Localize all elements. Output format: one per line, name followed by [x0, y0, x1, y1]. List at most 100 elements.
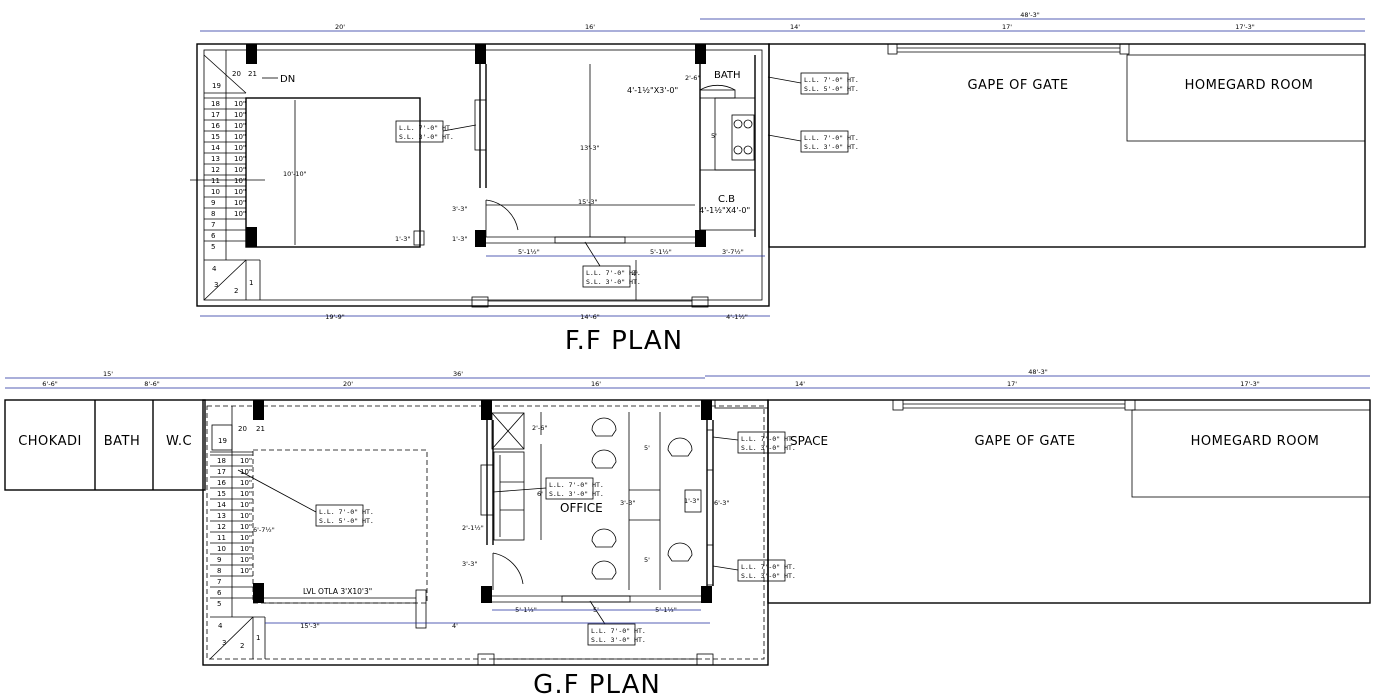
ff-cb-label: C.B — [718, 194, 735, 205]
gf-stair-riser: 10" — [240, 468, 252, 476]
ff-stair-number: 5 — [211, 243, 215, 251]
ff-stair-number: 17 — [211, 111, 220, 119]
gf-stair-riser: 10" — [240, 567, 252, 575]
chair-icon — [591, 560, 617, 580]
svg-text:1'-3": 1'-3" — [452, 235, 467, 243]
gf-stair-riser: 10" — [240, 457, 252, 465]
gf-column — [481, 400, 492, 420]
ff-window-note: L.L. 7'-0" HT. S.L. 3'-0" HT. — [582, 265, 641, 288]
ff-hall-height: 13'-3" — [580, 144, 600, 152]
gf-column — [701, 586, 712, 603]
ff-dim-3-3: 3'-3" — [452, 205, 467, 213]
gf-space-label: SPACE — [790, 434, 828, 448]
svg-text:4': 4' — [632, 270, 638, 278]
ff-window-note: L.L. 7'-0" HT. S.L. 3'-0" HT. — [800, 130, 859, 153]
ff-stair-19: 19 — [212, 82, 221, 90]
gf-stair-number: 4 — [218, 622, 223, 630]
gf-stair-riser: 10" — [240, 523, 252, 531]
ff-stair-20: 20 — [232, 70, 241, 78]
gf-dim-3-3: 3'-3" — [462, 560, 477, 568]
ff-column — [695, 230, 706, 247]
ff-dim-17: 17' — [1002, 23, 1012, 31]
gf-stair-number: 17 — [217, 468, 226, 476]
ff-hall-door — [485, 199, 519, 237]
ff-dim-20: 20' — [335, 23, 345, 31]
gf-stair-21: 21 — [256, 425, 265, 433]
gf-stair-number: 15 — [217, 490, 226, 498]
gf-homegard-room — [1131, 409, 1371, 498]
ff-gape-of-gate-label: GAPE OF GATE — [967, 78, 1068, 93]
svg-text:L.L. 7'-0" HT.: L.L. 7'-0" HT. — [591, 627, 646, 635]
svg-text:L.L. 7'-0" HT.: L.L. 7'-0" HT. — [549, 481, 604, 489]
gf-homegard-room-label: HOMEGARD ROOM — [1191, 434, 1320, 449]
gf-dim-36: 36' — [453, 370, 463, 378]
gf-bdim-15-3: 15'-3" — [300, 622, 320, 630]
gf-stair-riser: 10" — [240, 512, 252, 520]
gf-column — [253, 583, 264, 603]
gf-cabinet — [491, 412, 525, 450]
ff-stair-number: 1 — [249, 279, 253, 287]
ff-column — [246, 44, 257, 64]
ff-window-note: L.L. 7'-0" HT. S.L. 3'-0" HT. — [395, 120, 454, 143]
svg-text:S.L. 3'-0" HT.: S.L. 3'-0" HT. — [741, 572, 796, 580]
ff-stair-number: 4 — [212, 265, 217, 273]
ff-stair-riser: 10" — [234, 199, 246, 207]
gf-wc-label: W.C — [166, 434, 192, 449]
ff-stair-number: 18 — [211, 100, 220, 108]
gf-window-note: L.L. 7'-0" HT. S.L. 3'-0" HT. — [587, 623, 646, 646]
gf-plan: 15' 6'-6" 8'-6" 20' 36' 16' 14' 17' 17'-… — [4, 368, 1371, 698]
chair-icon — [591, 449, 617, 469]
ff-hall-width: 15'-3" — [578, 198, 598, 206]
svg-text:S.L. 3'-0" HT.: S.L. 3'-0" HT. — [591, 636, 646, 644]
gf-stair-number: 18 — [217, 457, 226, 465]
ff-column — [475, 230, 486, 247]
svg-text:L.L. 7'-0" HT.: L.L. 7'-0" HT. — [741, 435, 796, 443]
ff-stair-riser: 10" — [234, 155, 246, 163]
ff-stair-riser: 10" — [234, 188, 246, 196]
svg-text:3'-7½": 3'-7½" — [722, 248, 744, 256]
ff-bdim-14-6: 14'-6" — [580, 313, 600, 321]
ff-stair-riser: 10" — [234, 210, 246, 218]
ff-stair-riser: 10" — [234, 177, 246, 185]
gf-plan-title: G.F PLAN — [533, 670, 661, 698]
svg-text:L.L. 7'-0" HT.: L.L. 7'-0" HT. — [399, 124, 454, 132]
gf-stair-riser: 10" — [240, 545, 252, 553]
gf-column — [701, 400, 712, 420]
svg-text:S.L. 3'-0" HT.: S.L. 3'-0" HT. — [741, 444, 796, 452]
ff-window-note: L.L. 7'-0" HT. S.L. 5'-0" HT. — [800, 72, 859, 95]
ff-stair-number: 14 — [211, 144, 220, 152]
ff-cb-room — [699, 169, 756, 231]
gf-office-door — [492, 552, 524, 590]
ff-bdim-19-9: 19'-9" — [325, 313, 345, 321]
svg-text:S.L. 3'-0" HT.: S.L. 3'-0" HT. — [399, 133, 454, 141]
ff-stair-number: 11 — [211, 177, 220, 185]
ff-bedroom — [245, 97, 421, 248]
gf-stair-number: 12 — [217, 523, 226, 531]
gf-office-label: OFFICE — [560, 501, 603, 515]
ff-stair-riser: 10" — [234, 133, 246, 141]
gf-stair-19: 19 — [218, 437, 227, 445]
gf-window-note: L.L. 7'-0" HT. S.L. 3'-0" HT. — [737, 559, 796, 582]
gf-dim-14: 14' — [795, 380, 805, 388]
gf-gape-of-gate-label: GAPE OF GATE — [974, 434, 1075, 449]
gf-stair-riser: 10" — [240, 501, 252, 509]
ff-column — [246, 227, 257, 247]
gf-dim-17: 17' — [1007, 380, 1017, 388]
ff-stair-21: 21 — [248, 70, 257, 78]
gf-chokadi-label: CHOKADI — [18, 434, 82, 449]
gf-stair-number: 13 — [217, 512, 226, 520]
gf-window-note: L.L. 7'-0" HT. S.L. 5'-0" HT. — [315, 504, 374, 527]
ff-dim-48-3: 48'-3" — [1020, 11, 1040, 19]
ff-cb-size: 4'-1½"X4'-0" — [699, 206, 750, 215]
svg-text:L.L. 7'-0" HT.: L.L. 7'-0" HT. — [586, 269, 641, 277]
ff-column — [475, 44, 486, 64]
ff-dim-14: 14' — [790, 23, 800, 31]
ff-stair-riser: 10" — [234, 166, 246, 174]
ff-stair-number: 3 — [214, 281, 218, 289]
gf-dim-15: 15' — [103, 370, 113, 378]
ff-room-height: 10'-10" — [283, 170, 307, 178]
svg-text:5'-1½": 5'-1½" — [518, 248, 540, 256]
gf-stair-number: 16 — [217, 479, 226, 487]
